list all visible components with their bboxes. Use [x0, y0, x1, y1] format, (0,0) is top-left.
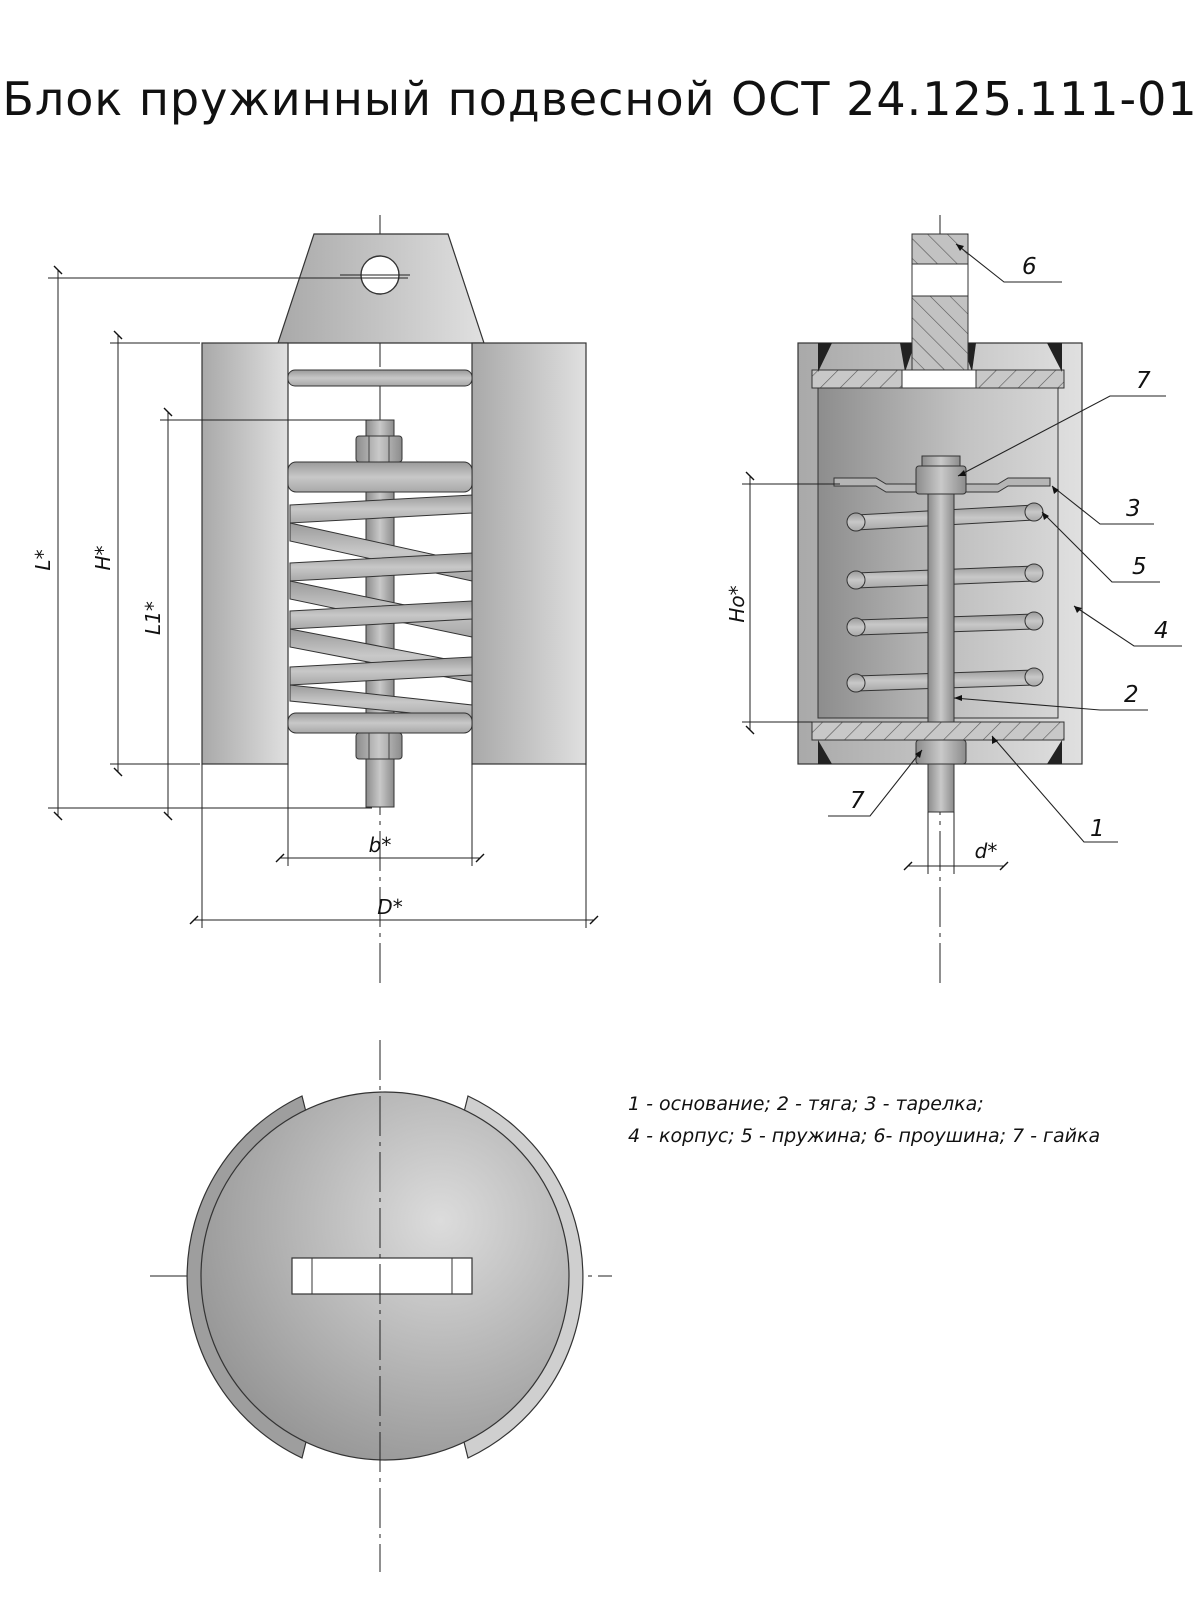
- callout-6: 6: [1022, 254, 1037, 280]
- callout-2: 2: [1124, 682, 1139, 708]
- legend-line-2: 4 - корпус; 5 - пружина; 6- проушина; 7 …: [628, 1125, 1101, 1147]
- drawing-title: Блок пружинный подвесной ОСТ 24.125.111-…: [2, 72, 1198, 126]
- callout-3: 3: [1126, 496, 1141, 522]
- callout-7-bottom: 7: [850, 788, 865, 814]
- front-view: L* H* L1* b* D*: [31, 215, 599, 985]
- dimension-H: H*: [91, 545, 115, 570]
- dimension-L: L*: [31, 549, 55, 570]
- legend: 1 - основание; 2 - тяга; 3 - тарелка; 4 …: [628, 1088, 1100, 1152]
- callout-5: 5: [1132, 554, 1147, 580]
- dimension-Ho: Ho*: [725, 585, 749, 622]
- callout-7-top: 7: [1136, 368, 1151, 394]
- callout-4: 4: [1154, 618, 1169, 644]
- legend-line-1: 1 - основание; 2 - тяга; 3 - тарелка;: [628, 1093, 984, 1115]
- dimension-D: D*: [377, 895, 402, 919]
- dimension-d: d*: [975, 839, 998, 863]
- callout-1: 1: [1090, 816, 1105, 842]
- section-view: Ho* d* 6 7 3 5 4 2 1 7: [725, 215, 1182, 985]
- dimension-b: b*: [369, 833, 392, 857]
- dimension-L1: L1*: [141, 601, 165, 635]
- plan-view: [150, 1040, 612, 1572]
